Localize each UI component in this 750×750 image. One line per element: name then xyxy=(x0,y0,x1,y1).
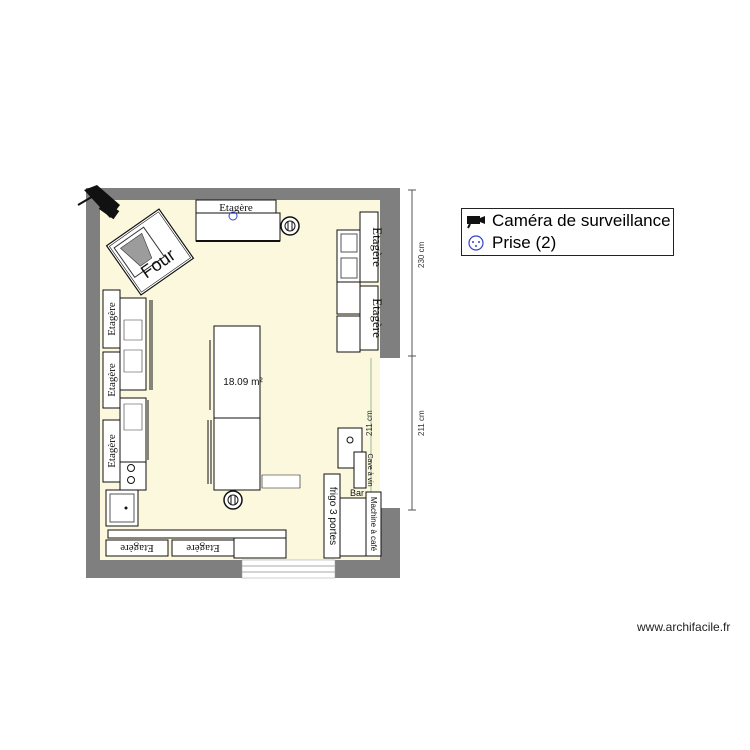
shelf-label: Etagère xyxy=(186,542,220,554)
drain-top xyxy=(280,216,300,236)
drain-center xyxy=(223,490,243,510)
center-island: 18.09 m² xyxy=(207,325,301,491)
credit-link[interactable]: www.archifacile.fr xyxy=(637,620,731,634)
right-wall-gap xyxy=(380,358,400,508)
legend: Caméra de surveillance Prise (2) xyxy=(461,208,674,256)
shelf-label: Etagère xyxy=(106,434,118,468)
shelf-label: Etagère xyxy=(120,542,154,554)
fridge-label: frigo 3 portes xyxy=(327,487,338,545)
legend-item-outlet: Prise (2) xyxy=(466,232,556,254)
camera-icon xyxy=(467,216,485,229)
legend-label: Prise (2) xyxy=(492,233,557,252)
shelf-label: Etagère xyxy=(219,202,253,214)
door-opening xyxy=(241,559,336,579)
bottom-shelf-stack: Etagère Etagère xyxy=(105,529,287,559)
left-shelf-stack: Etagère Etagère Etagère xyxy=(102,289,153,527)
oven: Four xyxy=(105,208,195,296)
top-shelf: Etagère xyxy=(195,199,281,242)
legend-label: Caméra de surveillance xyxy=(492,211,671,230)
wine-label: Cave à vin xyxy=(366,453,373,486)
shelf-label: Etagère xyxy=(106,302,118,336)
shelf-label: Etagère xyxy=(370,227,385,267)
bar-label: Bar xyxy=(350,488,364,498)
dimension-label-bottom: 211 cm xyxy=(417,410,426,436)
camera-icon xyxy=(77,185,120,220)
right-cabinet-bottom: frigo 3 portes Bar Machine à café Cave à… xyxy=(323,427,382,559)
outlet-icon xyxy=(468,235,484,251)
outlet-symbol xyxy=(228,211,238,221)
area-label: 18.09 m² xyxy=(223,377,263,388)
right-cabinet-top: Etagère Etagère xyxy=(336,211,385,353)
shelf-label: Etagère xyxy=(370,298,385,338)
shelf-label: Etagère xyxy=(106,363,118,397)
dimension-label-inner: 211 cm xyxy=(365,410,374,436)
dimension-label-top: 230 cm xyxy=(417,241,426,268)
coffee-machine-label: Machine à café xyxy=(369,497,378,552)
legend-item-camera: Caméra de surveillance xyxy=(466,210,671,232)
